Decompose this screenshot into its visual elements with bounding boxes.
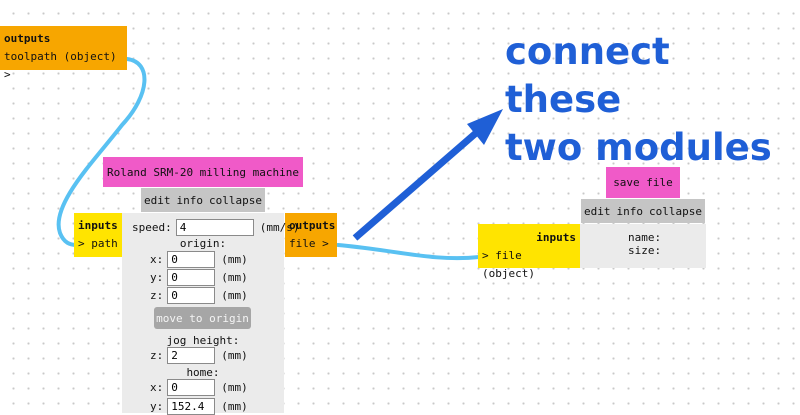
save-info-button[interactable]: info [616,204,644,218]
roland-outputs-panel: outputs file > [285,213,337,257]
save-module-header: edit info collapse [581,199,705,223]
origin-y-row: y: (mm) [150,269,248,286]
speed-input[interactable] [175,219,254,236]
speed-row: speed: (mm/s) [132,219,300,236]
origin-label: origin: [179,237,227,250]
home-label: home: [186,366,220,379]
home-y-label: y: [150,400,164,413]
jog-z-unit: (mm) [221,349,248,362]
origin-y-unit: (mm) [221,271,248,284]
annotation-text: connect these two modules [505,28,795,172]
jog-z-input[interactable] [167,347,216,364]
save-collapse-button[interactable]: collapse [649,204,702,218]
speed-label: speed: [132,221,172,234]
origin-x-input[interactable] [167,251,216,268]
save-inputs-label: inputs [536,231,576,244]
origin-z-input[interactable] [167,287,216,304]
roland-module-title[interactable]: Roland SRM-20 milling machine [103,157,303,187]
file-size-label: size: [628,244,662,257]
home-y-row: y: (mm) [150,398,248,415]
file-name-label: name: [628,231,662,244]
input-port-path[interactable]: > path [78,237,118,250]
jog-z-row: z: (mm) [150,347,248,364]
speed-unit: (mm/s) [259,221,300,234]
save-file-info-panel: name: size: [580,224,706,268]
origin-z-unit: (mm) [221,289,248,302]
home-x-input[interactable] [167,379,216,396]
home-x-unit: (mm) [221,381,248,394]
roland-outputs-label: outputs [289,219,336,232]
save-inputs-panel: inputs > file (object) [478,224,580,280]
upstream-outputs-panel: outputs toolpath (object) > [0,26,127,81]
origin-z-label: z: [150,289,164,302]
origin-z-row: z: (mm) [150,287,248,304]
origin-x-label: x: [150,253,164,266]
move-to-origin-button[interactable]: move to origin [154,307,251,329]
roland-collapse-button[interactable]: collapse [209,193,262,207]
home-x-row: x: (mm) [150,379,248,396]
wire-file-to-file-object[interactable] [336,243,481,261]
roland-inputs-panel: inputs > path [74,213,122,257]
origin-y-label: y: [150,271,164,284]
home-y-unit: (mm) [221,400,248,413]
output-port-file[interactable]: file > [289,237,329,250]
annotation-arrow [352,109,503,241]
save-edit-button[interactable]: edit [584,204,611,218]
save-module-title-text: save file [613,176,673,189]
origin-x-row: x: (mm) [150,251,248,268]
roland-info-button[interactable]: info [176,193,204,207]
jog-z-label: z: [150,349,164,362]
roland-module-header: edit info collapse [141,188,265,212]
annotation-line-2: two modules [505,126,772,169]
wire-toolpath-to-path[interactable] [56,57,147,247]
save-module-title[interactable]: save file [606,167,680,198]
roland-module-title-text: Roland SRM-20 milling machine [106,165,300,179]
roland-inputs-label: inputs [78,219,118,232]
origin-x-unit: (mm) [221,253,248,266]
upstream-outputs-label: outputs [4,32,51,45]
annotation-line-1: connect these [505,30,670,121]
input-port-file-object[interactable]: > file (object) [482,249,535,280]
output-port-toolpath[interactable]: toolpath (object) > [4,50,117,81]
origin-y-input[interactable] [167,269,216,286]
roland-edit-button[interactable]: edit [144,193,171,207]
home-x-label: x: [150,381,164,394]
home-y-input[interactable] [167,398,216,415]
jog-height-label: jog height: [166,334,240,347]
